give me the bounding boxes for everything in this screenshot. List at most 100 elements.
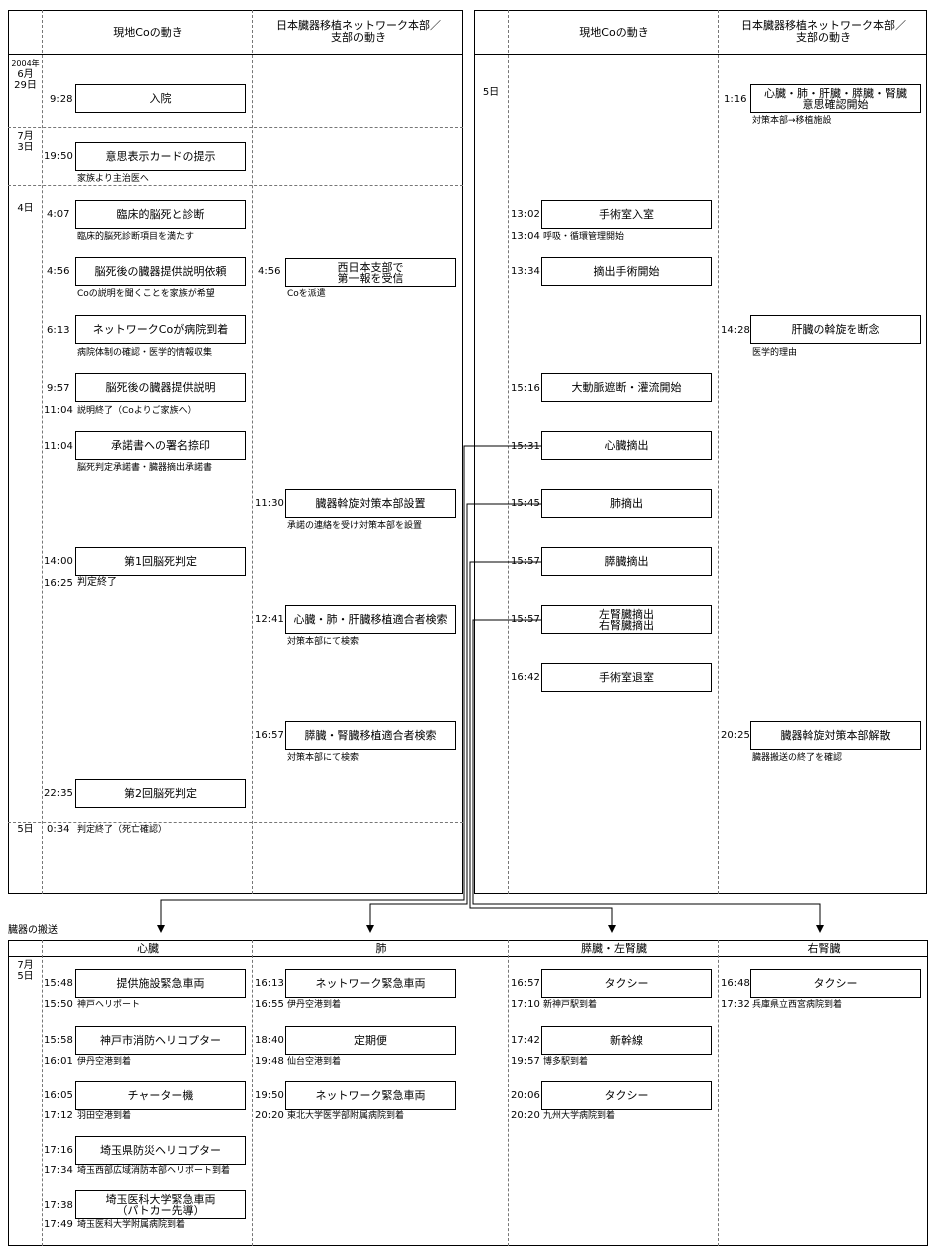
co-event-note: 呼吸・循環管理開始	[543, 232, 625, 242]
heart-step-box: 提供施設緊急車両	[75, 969, 246, 998]
date-month: 6月	[17, 69, 34, 80]
event-box-second-brain-death-test: 第2回脳死判定	[75, 779, 246, 808]
event-time: 19:50	[44, 151, 73, 162]
transport-date: 7月 5日	[9, 960, 42, 982]
net-event-box-first-report: 西日本支部で 第一報を受信	[285, 258, 456, 287]
net-event-box-liver-abandoned: 肝臓の斡旋を断念	[750, 315, 921, 344]
heart-step-note: 埼玉医科大学附属病院到着	[77, 1220, 186, 1230]
left-header-rule	[8, 54, 463, 55]
co-event-time: 16:42	[511, 672, 540, 683]
right-divider-net	[718, 10, 719, 894]
net-event-box-recipient-search-2: 膵臓・腎臓移植適合者検索	[285, 721, 456, 750]
event-box-donation-explanation: 脳死後の臓器提供説明	[75, 373, 246, 402]
left-rule-d5	[8, 822, 463, 823]
net-event-note: 臓器搬送の終了を確認	[752, 753, 843, 763]
left-rule-jul3	[8, 127, 463, 128]
event-note: 病院体制の確認・医学的情報収集	[77, 348, 213, 358]
net-event-box-recipient-search-1: 心臓・肺・肝臓移植適合者検索	[285, 605, 456, 634]
right-col-header-net: 日本臓器移植ネットワーク本部／ 支部の動き	[741, 19, 906, 44]
co-event-time: 13:34	[511, 266, 540, 277]
heart-step-arrival-time: 17:49	[44, 1219, 73, 1230]
pancreas-step-note: 新神戸駅到着	[543, 1000, 598, 1010]
net-event-time: 1:16	[724, 94, 747, 105]
kidney-step-box: タクシー	[750, 969, 921, 998]
transport-col-lung: 肺	[375, 942, 387, 955]
date-year: 2004年	[11, 59, 40, 68]
date-month: 7月	[17, 960, 34, 971]
transport-col-pancreas: 膵臓・左腎臓	[581, 942, 647, 955]
left-col-header-net: 日本臓器移植ネットワーク本部／ 支部の動き	[276, 19, 441, 44]
pancreas-route-line	[469, 561, 616, 933]
heart-step-arrival-time: 17:34	[44, 1165, 73, 1176]
lung-step-arrival-time: 16:55	[255, 999, 284, 1010]
lung-step-box: ネットワーク緊急車両	[285, 969, 456, 998]
lung-step-box: 定期便	[285, 1026, 456, 1055]
left-rule-d4	[8, 185, 463, 186]
lung-step-note: 伊丹空港到着	[287, 1000, 342, 1010]
event-note: 説明終了（Coよりご家族へ）	[77, 406, 197, 416]
event-box-donor-card: 意思表示カードの提示	[75, 142, 246, 171]
right-col-header-co: 現地Coの動き	[579, 26, 649, 39]
event-time: 22:35	[44, 788, 73, 799]
event-time: 9:57	[47, 383, 70, 394]
event-time: 14:00	[44, 556, 73, 567]
date-d5-right: 5日	[482, 87, 500, 98]
date-day: 3日	[17, 142, 34, 153]
transport-divider-pancreas	[508, 940, 509, 1246]
pancreas-step-time: 17:42	[511, 1035, 540, 1046]
heart-step-arrival-time: 15:50	[44, 999, 73, 1010]
co-event-box-heart-removal: 心臓摘出	[541, 431, 712, 460]
left-timeline-panel	[8, 10, 463, 894]
co-event-time: 13:02	[511, 209, 540, 220]
pancreas-step-arrival-time: 17:10	[511, 999, 540, 1010]
net-event-time: 20:25	[721, 730, 750, 741]
event-box-first-brain-death-test: 第1回脳死判定	[75, 547, 246, 576]
transport-divider-kidney	[718, 940, 719, 1246]
co-event-box-or-exit: 手術室退室	[541, 663, 712, 692]
transport-header-rule	[8, 956, 928, 957]
event-note: Coの説明を聞くことを家族が希望	[77, 289, 215, 299]
heart-route-line	[157, 445, 541, 933]
heart-step-time: 17:16	[44, 1145, 73, 1156]
transport-col-kidney: 右腎臓	[807, 942, 841, 955]
heart-step-time: 17:38	[44, 1200, 73, 1211]
kidney-step-arrival-time: 17:32	[721, 999, 750, 1010]
date-d4: 4日	[17, 203, 34, 214]
kidney-route-line	[472, 619, 824, 933]
net-event-note: 対策本部にて検索	[287, 637, 360, 647]
pancreas-step-note: 博多駅到着	[543, 1057, 589, 1067]
date-jun29: 2004年 6月 29日	[9, 58, 42, 91]
heart-step-note: 羽田空港到着	[77, 1111, 132, 1121]
event-time: 11:04	[44, 441, 73, 452]
event-box-co-arrival: ネットワークCoが病院到着	[75, 315, 246, 344]
event-time: 0:34	[47, 824, 70, 835]
right-timeline-panel	[474, 10, 927, 894]
transport-title: 臓器の搬送	[8, 925, 58, 936]
net-event-note: 対策本部にて検索	[287, 753, 360, 763]
heart-step-box: 埼玉医科大学緊急車両 （パトカー先導）	[75, 1190, 246, 1219]
event-box-consent-signing: 承諾書への署名捺印	[75, 431, 246, 460]
net-event-time: 4:56	[258, 266, 281, 277]
co-event-box-surgery-start: 摘出手術開始	[541, 257, 712, 286]
event-box-admission: 入院	[75, 84, 246, 113]
event-note: 判定終了	[77, 577, 117, 588]
net-event-box-hq-setup: 臓器斡旋対策本部設置	[285, 489, 456, 518]
heart-step-note: 神戸ヘリポート	[77, 1000, 141, 1010]
co-event-box-kidney-removal: 左腎臓摘出 右腎臓摘出	[541, 605, 712, 634]
heart-step-box: 神戸市消防ヘリコプター	[75, 1026, 246, 1055]
heart-step-time: 15:58	[44, 1035, 73, 1046]
left-col-header-co: 現地Coの動き	[113, 26, 183, 39]
net-event-note: 医学的理由	[752, 348, 798, 358]
right-header-rule	[474, 54, 927, 55]
transport-divider-date	[42, 940, 43, 1246]
co-event-time: 15:16	[511, 383, 540, 394]
event-note: 脳死判定承諾書・臓器摘出承諾書	[77, 463, 213, 473]
event-note: 判定終了（死亡確認）	[77, 825, 168, 835]
date-month: 7月	[17, 131, 34, 142]
net-event-box-intent-confirmation: 心臓・肺・肝臓・膵臓・腎臓 意思確認開始	[750, 84, 921, 113]
transport-panel	[8, 940, 928, 1246]
heart-step-note: 埼玉西部広域消防本部ヘリポート到着	[77, 1166, 231, 1176]
event-box-explanation-request: 脳死後の臓器提供説明依頼	[75, 257, 246, 286]
net-event-note: 承諾の連絡を受け対策本部を設置	[287, 521, 423, 531]
